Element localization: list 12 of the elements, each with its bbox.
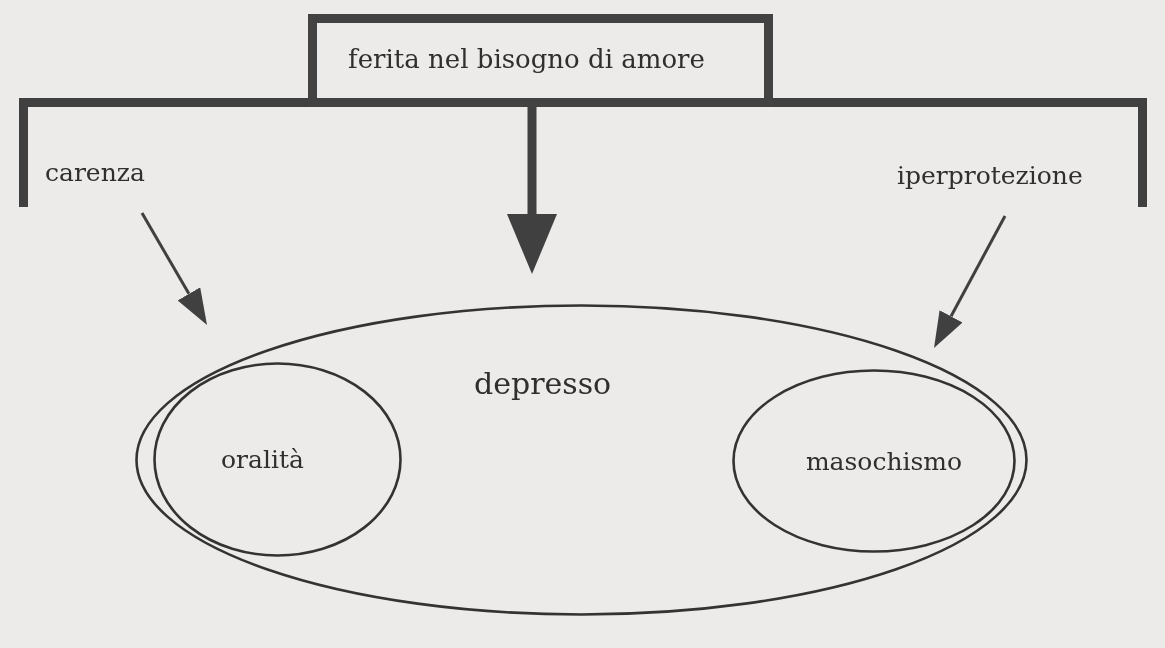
connector-line xyxy=(773,98,1147,207)
subtype-ellipse: oralità xyxy=(153,362,402,557)
connector-line xyxy=(19,98,308,207)
branch-label: iperprotezione xyxy=(897,161,1083,191)
category-ellipse xyxy=(135,304,1028,616)
branch-label: carenza xyxy=(45,158,145,188)
ellipse-title: depresso xyxy=(474,366,612,402)
subtype-ellipse: masochismo xyxy=(732,369,1016,553)
arrow xyxy=(934,215,1007,348)
arrow xyxy=(140,212,207,325)
concept-box: ferita nel bisogno di amore xyxy=(308,14,773,107)
arrow xyxy=(507,107,557,274)
